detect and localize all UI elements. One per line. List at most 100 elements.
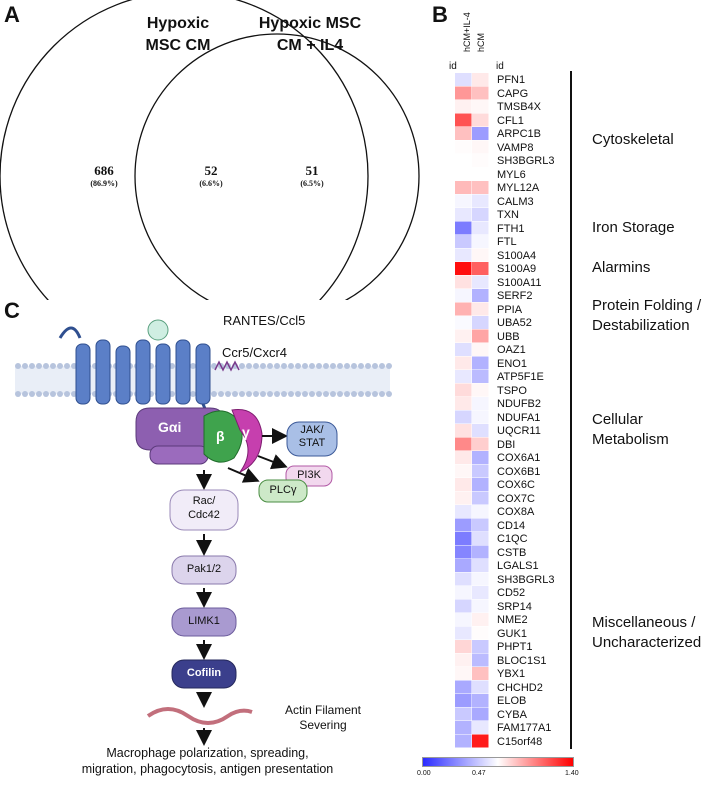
category-bracket	[570, 287, 572, 344]
colorbar-min-label: 0.00	[417, 770, 431, 777]
heatmap-colorbar	[422, 757, 574, 767]
heatmap-cell	[455, 451, 472, 464]
heatmap-cell	[455, 559, 472, 572]
heatmap-gene-label: S100A4	[497, 249, 537, 262]
heatmap-cell	[455, 626, 472, 640]
heatmap-cell	[455, 275, 472, 289]
panel-c-letter: C	[4, 298, 20, 323]
heatmap-cell	[455, 545, 472, 559]
category-label: Cytoskeletal	[592, 130, 674, 150]
heatmap-cell	[472, 694, 489, 707]
heatmap-gene-label: UBA52	[497, 317, 532, 329]
heatmap-col-id-label: id	[496, 61, 504, 72]
venn-left-circle	[0, 0, 369, 300]
heatmap-cell	[472, 721, 489, 734]
heatmap-gene-label: C15orf48	[497, 735, 543, 748]
heatmap-cell	[472, 451, 489, 464]
heatmap-cell	[455, 73, 472, 86]
jak-stat-line1: JAK/	[300, 424, 324, 436]
jak-stat-label: JAK/ STAT	[290, 424, 334, 450]
heatmap-cell	[472, 86, 489, 100]
heatmap-cell	[472, 707, 489, 721]
venn-overlap-pct: (6.6%)	[199, 179, 223, 188]
heatmap-cell	[455, 505, 472, 518]
rac-line2: Cdc42	[188, 509, 220, 521]
heatmap-gene-label: S100A9	[497, 263, 537, 275]
cofilin-node	[171, 659, 237, 689]
heatmap-cell	[472, 167, 489, 181]
heatmap-cell	[472, 505, 489, 518]
heatmap-cell	[472, 208, 489, 221]
heatmap-column-label-2: hCM	[476, 32, 486, 52]
heatmap-cell	[472, 437, 489, 451]
heatmap-cell	[455, 613, 472, 626]
heatmap-cell	[455, 707, 472, 721]
heatmap-gene-label: CHCHD2	[497, 681, 543, 694]
heatmap-gene-label: FTL	[497, 236, 517, 248]
heatmap-cell	[472, 383, 489, 397]
heatmap-cell	[472, 302, 489, 316]
heatmap-cell	[472, 356, 489, 370]
heatmap-gene-label: TXN	[497, 209, 519, 221]
heatmap-column-label-1: hCM+IL-4	[462, 12, 472, 52]
heatmap-cell	[455, 532, 472, 545]
heatmap-gene-label: BLOC1S1	[497, 654, 547, 667]
heatmap-gene-label: ENO1	[497, 357, 527, 370]
heatmap-cell	[472, 613, 489, 626]
heatmap-cell	[455, 86, 472, 100]
heatmap-cell	[455, 518, 472, 532]
heatmap-cell	[472, 154, 489, 167]
heatmap-gene-label: ARPC1B	[497, 128, 542, 140]
category-label-line: Metabolism	[592, 431, 669, 449]
heatmap-cell	[472, 491, 489, 505]
heatmap-cell	[472, 289, 489, 302]
heatmap-cell	[472, 734, 489, 748]
plc-label: PLCγ	[269, 484, 297, 496]
heatmap-cell	[455, 653, 472, 667]
heatmap-gene-label: NDUFB2	[497, 398, 542, 410]
heatmap-cell	[472, 626, 489, 640]
heatmap-gene-label: COX8A	[497, 506, 535, 518]
arrow-to-plc	[227, 467, 260, 483]
heatmap-grid	[455, 73, 489, 748]
category-label-line: Iron Storage	[592, 218, 675, 236]
venn-left-only-pct: (86.9%)	[90, 179, 118, 188]
heatmap-cell	[455, 424, 472, 437]
heatmap-cell	[472, 181, 489, 194]
receptor-7tm	[58, 326, 224, 424]
heatmap-cell	[472, 262, 489, 275]
outcome-label: Macrophage polarization, spreading, migr…	[10, 745, 405, 777]
heatmap-gene-label: PFN1	[497, 74, 526, 86]
heatmap-gene-label: FAM177A1	[497, 722, 552, 734]
heatmap-cell	[455, 464, 472, 478]
heatmap-cell	[472, 235, 489, 248]
heatmap-gene-label: C1QC	[497, 533, 528, 545]
heatmap-cell	[455, 167, 472, 181]
heatmap-gene-label: YBX1	[497, 668, 526, 680]
heatmap-gene-label: S100A11	[497, 276, 542, 289]
heatmap-cell	[455, 194, 472, 208]
heatmap-cell	[472, 248, 489, 262]
phospho-mark	[214, 360, 240, 372]
heatmap-cell	[472, 532, 489, 545]
heatmap-gene-label: MYL12A	[497, 182, 540, 194]
limk-label: LIMK1	[188, 615, 220, 627]
category-bracket	[570, 246, 572, 290]
heatmap-gene-label: NME2	[497, 614, 528, 626]
heatmap-cell	[455, 640, 472, 653]
heatmap-gene-label: CSTB	[497, 546, 527, 559]
heatmap-gene-label: PHPT1	[497, 641, 533, 653]
heatmap-cell	[472, 667, 489, 680]
heatmap-gene-label: CALM3	[497, 195, 534, 208]
heatmap-cell	[455, 208, 472, 221]
arrow-to-pi3k	[257, 454, 288, 470]
g-alpha-tail	[149, 445, 209, 465]
category-bracket	[570, 206, 572, 250]
heatmap-cell	[472, 545, 489, 559]
heatmap-cell	[455, 248, 472, 262]
actin-filament	[146, 707, 253, 725]
heatmap-cell	[472, 275, 489, 289]
g-beta-subunit	[203, 410, 243, 463]
heatmap-cell	[472, 464, 489, 478]
